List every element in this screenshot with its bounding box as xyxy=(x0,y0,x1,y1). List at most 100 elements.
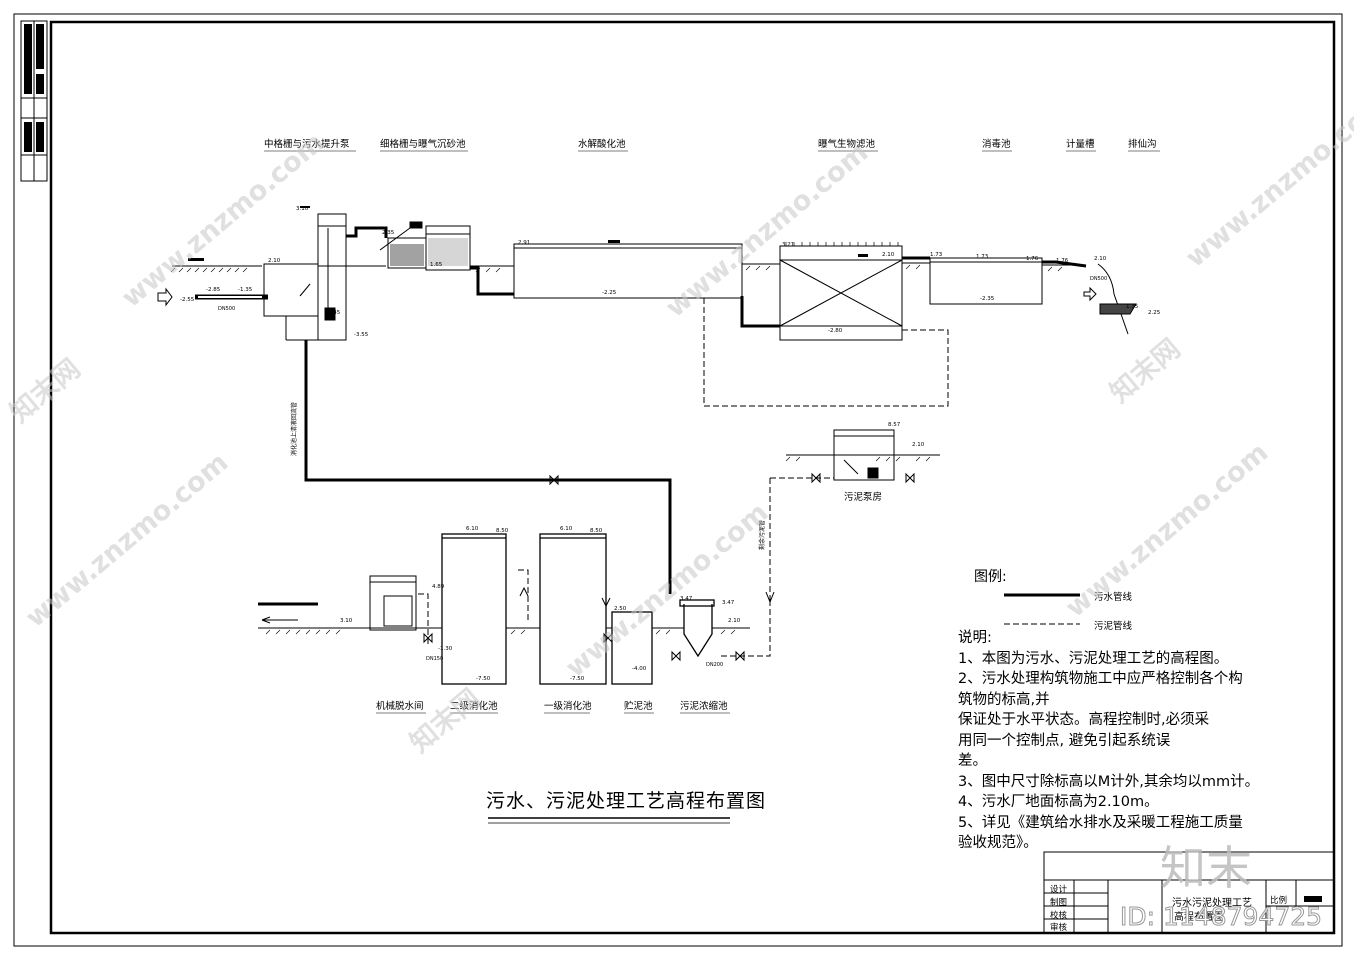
label-disinfection: 消毒池 xyxy=(982,138,1011,150)
elev-text: 3.47 xyxy=(680,596,693,602)
elev-text: 3.10 xyxy=(296,206,309,212)
elev-text: 2.10 xyxy=(1094,256,1107,262)
elev-text: -1.35 xyxy=(238,287,253,293)
label-sludge-pump: 污泥泵房 xyxy=(844,491,882,503)
note-line: 保证处于水平状态。高程控制时,必须采 xyxy=(958,712,1210,728)
note-line: 差。 xyxy=(958,753,987,769)
sludge-pump-house xyxy=(833,429,895,481)
tb-project: 污水污泥处理工艺 xyxy=(1172,898,1252,909)
coarse-screen-structure xyxy=(263,213,347,341)
pipe-label: DN200 xyxy=(706,662,723,668)
note-line: 用同一个控制点, 避免引起系统误 xyxy=(958,732,1171,749)
elev-text: -2.35 xyxy=(980,296,995,302)
drawing-title: 污水、污泥处理工艺高程布置图 xyxy=(486,790,767,812)
label-secondary-digester: 二级消化池 xyxy=(450,700,498,712)
note-line: 4、污水厂地面标高为2.10m。 xyxy=(958,794,1159,810)
note-line: 筑物的标高,并 xyxy=(958,691,1050,708)
elev-text: -3.55 xyxy=(354,332,369,338)
elev-text: 8.57 xyxy=(888,422,901,428)
tb-row-drafting: 制图 xyxy=(1050,898,1068,908)
elev-text: 3.21 xyxy=(782,242,794,248)
elev-text: 2.10 xyxy=(882,252,895,258)
outlet-arrow xyxy=(261,616,298,624)
label-underlines xyxy=(264,150,1160,714)
pipe-dn-texts: DN500 DN500 DN150 DN200 xyxy=(218,276,1107,668)
elev-text: 2.10 xyxy=(268,258,281,264)
label-hydrolysis: 水解酸化池 xyxy=(578,138,626,150)
inlet-arrow xyxy=(157,287,173,307)
note-line: 1、本图为污水、污泥处理工艺的高程图。 xyxy=(958,650,1229,667)
elev-text: 3.10 xyxy=(340,618,353,624)
tb-scale: 比例 xyxy=(1270,896,1288,906)
watermark-id: ID: 1148794725 xyxy=(1119,902,1323,932)
note-line: 5、详见《建筑给水排水及采暖工程施工质量 xyxy=(958,814,1243,831)
dewatering-house xyxy=(369,575,417,631)
elev-text: 2.10 xyxy=(728,618,741,624)
pipe-label: DN500 xyxy=(218,306,235,312)
revision-strip xyxy=(20,20,48,182)
elev-text: -4.00 xyxy=(632,666,647,672)
elev-text: 1.73 xyxy=(930,252,943,258)
elevation-texts: 3.10 2.10 -2.85 -1.35 -2.55 2.35 1.65 2.… xyxy=(180,206,1161,682)
label-fine-screen: 细格栅与曝气沉砂池 xyxy=(380,138,466,150)
notes-heading: 说明: xyxy=(958,630,992,646)
elev-text: -7.50 xyxy=(570,676,585,682)
hydrolysis-tank xyxy=(513,243,743,299)
tb-row-check: 校核 xyxy=(1050,911,1068,921)
elev-text: 4.89 xyxy=(432,584,445,590)
pipe-label: DN500 xyxy=(1090,276,1107,282)
elev-text: 2.45 xyxy=(328,310,341,316)
notes-block: 说明: 1、本图为污水、污泥处理工艺的高程图。 2、污水处理构筑物施工中应严格控… xyxy=(958,628,1278,854)
tb-row-design: 设计 xyxy=(1050,885,1068,895)
fine-screen-structure xyxy=(379,221,471,271)
outfall xyxy=(1083,263,1137,335)
sewage-pipes xyxy=(304,226,1087,594)
elev-text: 1.65 xyxy=(430,262,443,268)
legend-title: 图例: xyxy=(974,569,1007,585)
label-sludge-storage: 贮泥池 xyxy=(624,700,653,712)
waste-sludge-label: 剩余污泥管 xyxy=(758,520,766,550)
tb-row-review: 审核 xyxy=(1050,923,1068,933)
elev-text: -2.55 xyxy=(180,297,195,303)
elev-text: 1.76 xyxy=(1026,256,1039,262)
elev-text: 1.73 xyxy=(976,254,989,260)
elev-text: 2.25 xyxy=(1148,310,1161,316)
label-dewatering: 机械脱水间 xyxy=(376,700,424,712)
elev-text: 8.50 xyxy=(496,528,509,534)
elev-text: -7.50 xyxy=(476,676,491,682)
label-primary-digester: 一级消化池 xyxy=(544,700,592,712)
digesters xyxy=(441,533,715,685)
elev-text: 2.10 xyxy=(912,442,925,448)
legend-sludge-label: 污泥管线 xyxy=(1094,621,1133,632)
disinfection-tank xyxy=(929,257,1043,305)
elev-text: -2.85 xyxy=(206,287,221,293)
elev-text: -2.80 xyxy=(828,328,843,334)
elev-text: 2.91 xyxy=(518,240,530,246)
grit-fill xyxy=(390,244,424,266)
elev-text: 3.47 xyxy=(722,600,735,606)
elev-text: 2.50 xyxy=(614,606,627,612)
elev-text: 2.35 xyxy=(382,230,395,236)
pipe-label: DN150 xyxy=(426,656,443,662)
label-outfall: 排仙沟 xyxy=(1128,138,1157,150)
label-coarse-screen: 中格栅与污水提升泵 xyxy=(264,138,350,150)
inner-frame xyxy=(49,20,1336,935)
note-line: 验收规范》。 xyxy=(958,835,1038,851)
label-meter: 计量槽 xyxy=(1066,138,1095,150)
label-thickener: 污泥浓缩池 xyxy=(680,700,728,712)
title-block xyxy=(1043,851,1335,934)
tb-project-2: 高程布置图 xyxy=(1174,912,1224,923)
elev-text: 1.76 xyxy=(1056,258,1069,264)
elev-text: -1.30 xyxy=(438,646,453,652)
ground-lines xyxy=(172,262,1082,629)
elev-text: 1.35 xyxy=(1126,304,1139,310)
baf-tank xyxy=(779,245,903,341)
note-line: 3、图中尺寸除标高以M计外,其余均以mm计。 xyxy=(958,773,1260,790)
baf-vents xyxy=(785,242,899,246)
outer-frame xyxy=(13,13,1343,947)
label-baf: 曝气生物滤池 xyxy=(818,138,876,150)
note-line: 2、污水处理构筑物施工中应严格控制各个构 xyxy=(958,671,1243,687)
elevation-markers xyxy=(188,206,868,261)
legend-sewage-label: 污水管线 xyxy=(1094,592,1133,603)
